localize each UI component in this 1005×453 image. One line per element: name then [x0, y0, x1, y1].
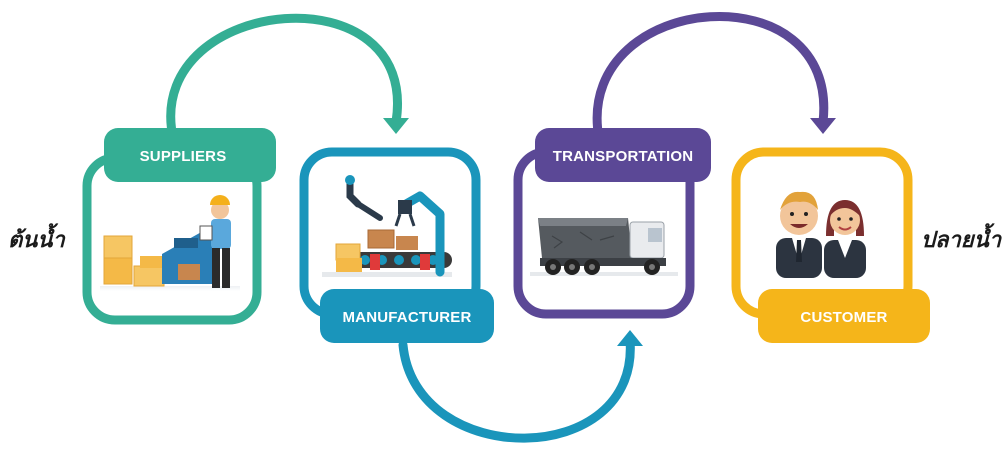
business-people-icon [776, 191, 866, 278]
suppliers-node[interactable]: SUPPLIERS [82, 128, 276, 325]
arrow-manufacturer-to-transportation [398, 330, 643, 443]
customer-label: CUSTOMER [800, 309, 887, 326]
arrow-suppliers-to-manufacturer [166, 13, 409, 137]
manufacturer-label: MANUFACTURER [342, 309, 471, 326]
robotic-arm-factory-icon [322, 175, 452, 277]
customer-node[interactable]: CUSTOMER [731, 147, 930, 343]
upstream-label: ต้นน้ำ [8, 228, 65, 253]
warehouse-worker-icon [100, 195, 240, 291]
arrow-transportation-to-customer [592, 12, 836, 137]
suppliers-label: SUPPLIERS [140, 148, 227, 165]
dump-truck-icon [530, 218, 678, 276]
transportation-label: TRANSPORTATION [553, 148, 694, 165]
downstream-label: ปลายน้ำ [921, 228, 1002, 253]
manufacturer-node[interactable]: MANUFACTURER [299, 147, 494, 343]
transportation-node[interactable]: TRANSPORTATION [513, 128, 711, 319]
